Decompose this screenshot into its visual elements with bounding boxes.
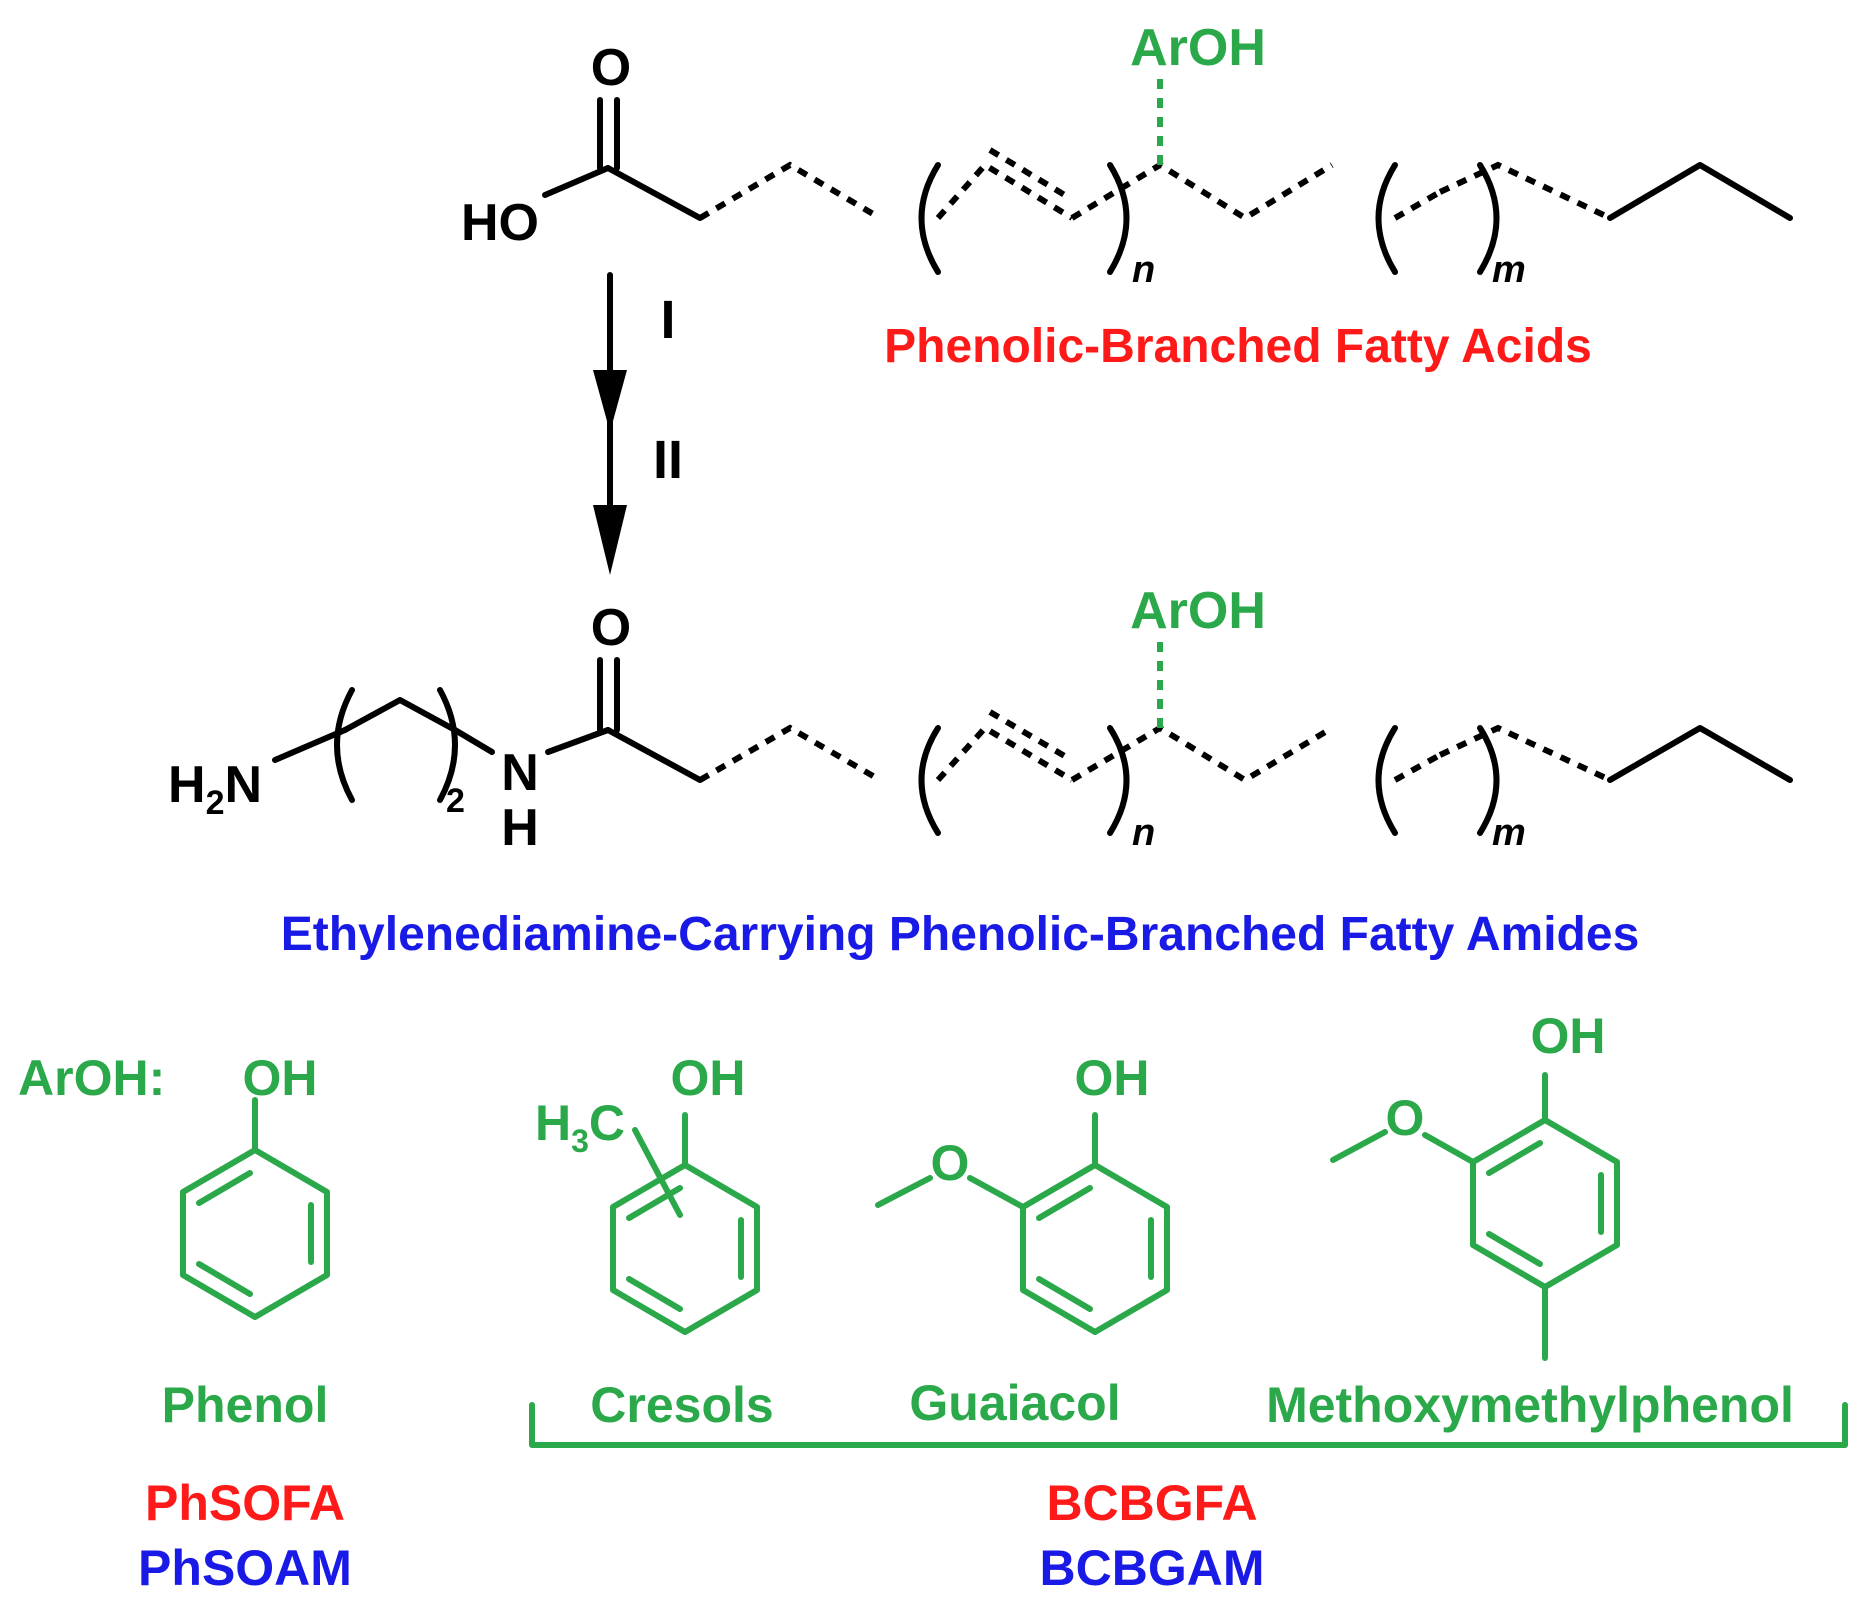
cresols-name: Cresols	[590, 1377, 773, 1433]
guaiacol-oh-label: OH	[1075, 1050, 1150, 1106]
phenol-structure	[180, 1097, 330, 1320]
cresols-oh-label: OH	[671, 1050, 746, 1106]
phenol-fatty-acid-code: PhSOFA	[145, 1475, 345, 1531]
methoxymethylphenol-structure	[1330, 1072, 1620, 1361]
fatty-acid-structure	[542, 70, 1793, 275]
amide-repeat-subscript: 2	[446, 782, 465, 820]
amide-nh-h: H	[501, 799, 539, 857]
amide-subscript-n: n	[1132, 812, 1155, 854]
amide-subscript-m: m	[1492, 812, 1526, 854]
group-fatty-acid-code: BCBGFA	[1046, 1475, 1257, 1531]
fatty-amide-structure	[272, 635, 1793, 836]
acid-subscript-n: n	[1132, 249, 1155, 291]
arrowhead-1	[593, 370, 627, 432]
amide-nh-n: N	[501, 744, 539, 802]
acid-carbonyl-o: O	[591, 39, 631, 97]
step-two-label: II	[653, 430, 683, 490]
phenol-name: Phenol	[162, 1377, 329, 1433]
aroh-heading: ArOH:	[18, 1050, 165, 1106]
group-bracket	[529, 1402, 1848, 1448]
methoxymethylphenol-oh-label: OH	[1531, 1008, 1606, 1064]
amide-carbonyl-o: O	[591, 599, 631, 657]
phenol-oh-label: OH	[243, 1050, 318, 1106]
acid-aroh-label: ArOH	[1130, 19, 1266, 77]
cresols-structure	[610, 1112, 760, 1335]
amide-aroh-label: ArOH	[1130, 582, 1266, 640]
group-fatty-amide-code: BCBGAM	[1040, 1540, 1265, 1596]
phenol-fatty-amide-code: PhSOAM	[138, 1540, 352, 1596]
reaction-arrow	[593, 272, 627, 575]
guaiacol-ether-o: O	[931, 1135, 970, 1191]
arrowhead-2	[593, 505, 627, 575]
methoxymethylphenol-name: Methoxymethylphenol	[1266, 1377, 1794, 1433]
acid-subscript-m: m	[1492, 249, 1526, 291]
acid-hydroxyl-label: HO	[461, 194, 539, 252]
step-one-label: I	[660, 290, 675, 350]
cresols-methyl-label: H3C	[535, 1095, 625, 1159]
guaiacol-structure	[875, 1112, 1170, 1335]
acid-compound-name: Phenolic-Branched Fatty Acids	[884, 320, 1592, 373]
guaiacol-name: Guaiacol	[909, 1375, 1120, 1431]
amide-compound-name: Ethylenediamine-Carrying Phenolic-Branch…	[281, 908, 1640, 961]
amide-amine-label: H2N	[168, 756, 262, 822]
methoxymethylphenol-ether-o: O	[1386, 1090, 1425, 1146]
